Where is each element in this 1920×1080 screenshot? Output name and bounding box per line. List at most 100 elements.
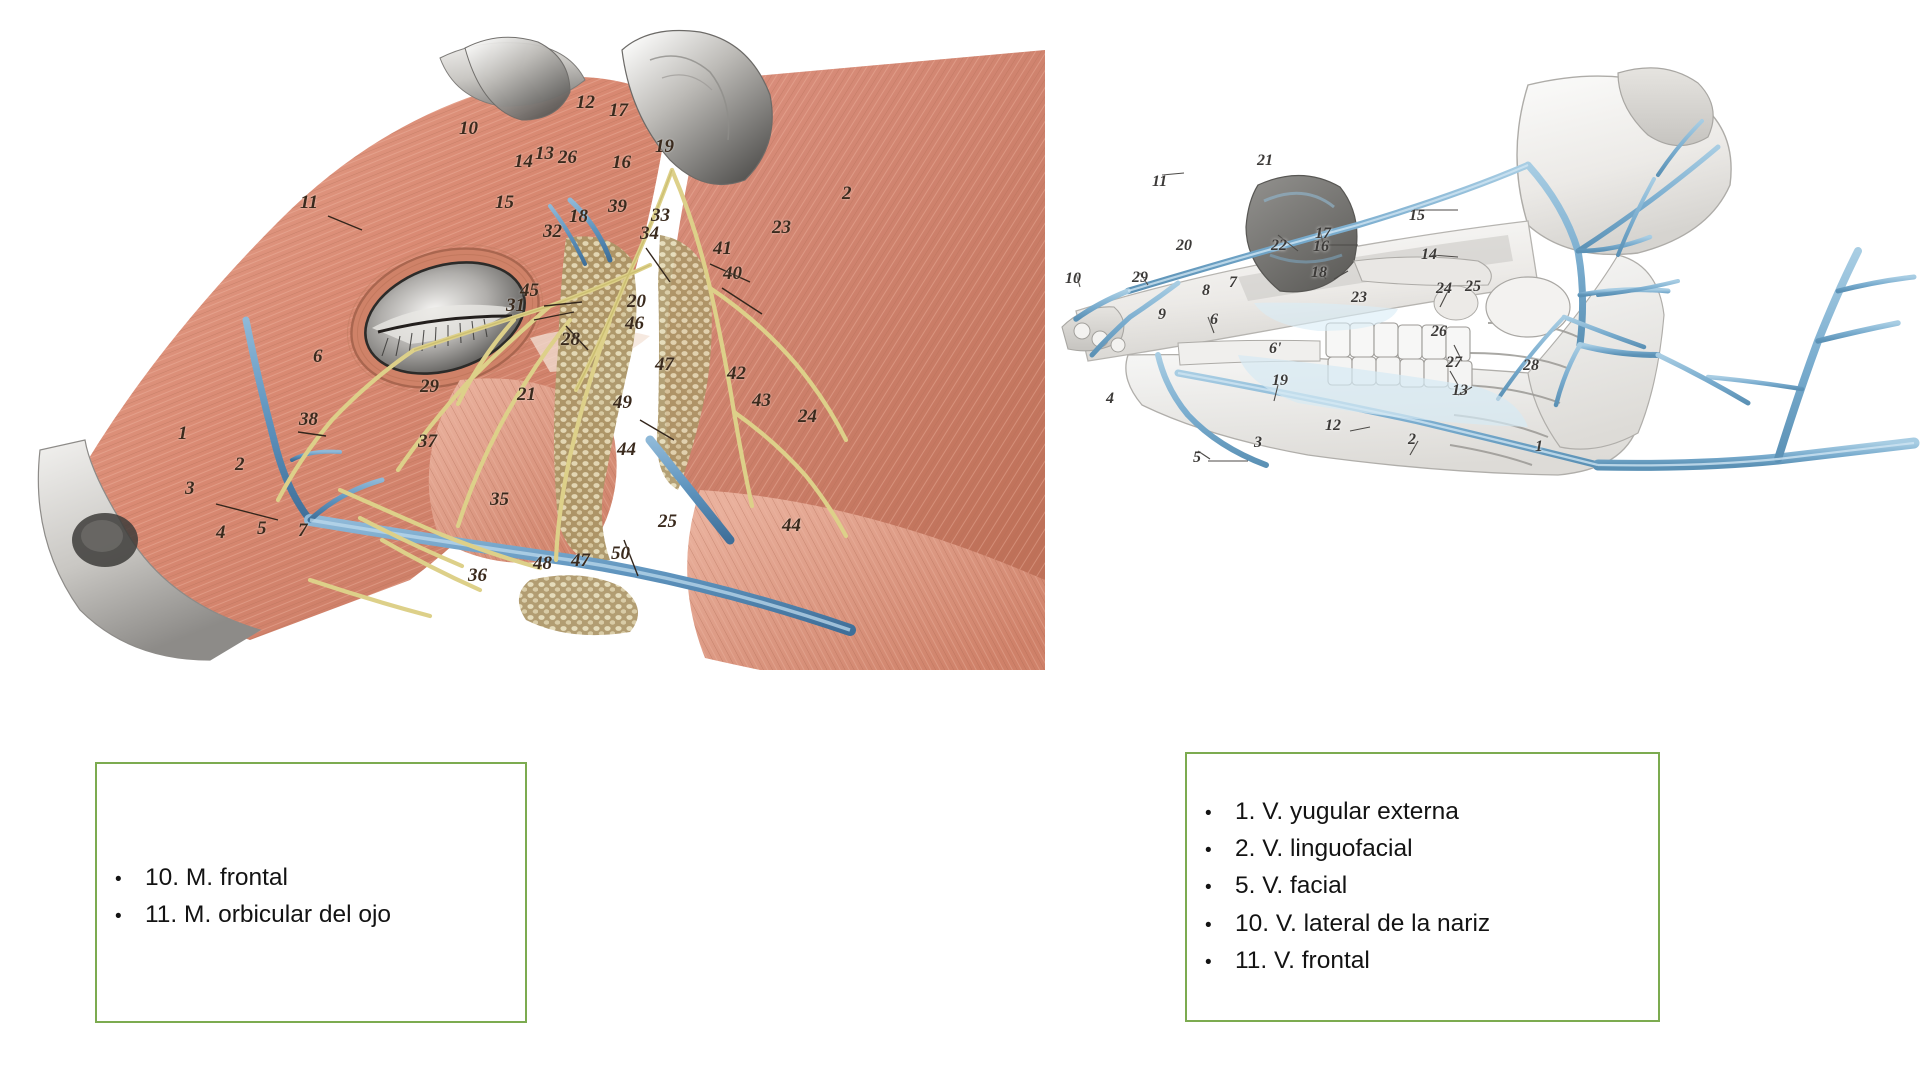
bullet-icon: • [115,906,122,928]
callout-number: 32 [543,221,562,242]
callout-number: 1 [1535,438,1543,455]
list-item: • 11. V. frontal [1187,942,1658,979]
callout-number: 23 [772,217,791,238]
callout-number: 44 [617,439,636,460]
legend-item-text: 10. V. lateral de la nariz [1235,909,1491,937]
bullet-icon: • [115,869,122,890]
callout-number: 25 [1465,278,1481,295]
callout-number: 17 [1315,225,1331,242]
skull-veins-artwork [1058,55,1920,492]
bullet-icon: • [1205,803,1212,824]
callout-number: 6 [1210,311,1218,328]
callout-number: 10 [459,118,478,139]
callout-number: 13 [535,143,554,164]
callout-number: 33 [651,205,670,226]
callout-number: 41 [713,238,732,259]
muscle-legend-box: • 10. M. frontal • 11. M. orbicular del … [95,762,527,1023]
callout-number: 15 [1409,207,1425,224]
list-item: • 11. M. orbicular del ojo [97,896,525,933]
callout-number: 31 [506,295,525,316]
callout-number: 17 [609,100,628,121]
vein-legend-box: • 1. V. yugular externa • 2. V. linguofa… [1185,752,1660,1022]
callout-number: 9 [1158,306,1166,323]
callout-number: 38 [299,409,318,430]
callout-number: 29 [1132,269,1148,286]
callout-number: 28 [561,329,580,350]
callout-number: 25 [658,511,677,532]
callout-number: 46 [625,313,644,334]
callout-number: 42 [727,363,746,384]
callout-number: 2 [842,183,852,204]
callout-number: 37 [418,431,437,452]
callout-number: 40 [723,263,742,284]
callout-number: 48 [533,553,552,574]
callout-number: 6' [1269,340,1282,357]
callout-number: 27 [1446,354,1462,371]
callout-number: 39 [608,196,627,217]
legend-item-text: 11. M. orbicular del ojo [145,901,392,929]
bullet-icon: • [1205,951,1212,973]
callout-number: 3 [1254,434,1262,451]
callout-number: 19 [655,136,674,157]
callout-number: 7 [1229,274,1237,291]
callout-number: 6 [313,346,323,367]
legend-item-text: 11. V. frontal [1235,946,1370,974]
callout-number: 18 [569,206,588,227]
callout-number: 43 [752,390,771,411]
callout-number: 16 [1313,238,1329,255]
callout-number: 24 [798,406,817,427]
legend-item-text: 1. V. yugular externa [1235,798,1459,825]
callout-number: 14 [514,151,533,172]
bullet-icon: • [1205,914,1212,936]
callout-number: 12 [576,92,595,113]
facial-muscles-artwork [10,20,1045,672]
callout-number: 12 [1325,417,1341,434]
callout-number: 8 [1202,282,1210,299]
callout-number: 29 [420,376,439,397]
callout-number: 45 [520,280,539,301]
callout-number: 4 [1106,390,1114,407]
callout-number: 24 [1436,280,1452,297]
callout-number: 7 [298,520,308,541]
callout-number: 5 [1193,449,1201,466]
callout-number: 10 [1065,270,1081,287]
callout-number: 26 [1431,323,1447,340]
list-item: • 10. V. lateral de la nariz [1187,905,1658,942]
list-item: • 2. V. linguofacial [1187,830,1658,867]
callout-number: 44 [782,515,801,536]
callout-number: 47 [571,550,590,571]
legend-item-text: 10. M. frontal [145,864,288,891]
legend-item-text: 2. V. linguofacial [1235,835,1413,863]
callout-number: 21 [517,384,536,405]
list-item: • 5. V. facial [1187,867,1658,904]
callout-number: 28 [1523,357,1539,374]
callout-number: 5 [257,518,267,539]
callout-number: 49 [613,392,632,413]
callout-number: 14 [1421,246,1437,263]
legend-item-text: 5. V. facial [1235,872,1348,900]
callout-number: 22 [1271,237,1287,254]
list-item: • 10. M. frontal [97,859,525,896]
callout-number: 16 [612,152,631,173]
callout-number: 35 [490,489,509,510]
callout-number: 4 [216,522,226,543]
vein-legend-list: • 1. V. yugular externa • 2. V. linguofa… [1187,754,1658,979]
callout-number: 34 [640,223,659,244]
callout-number: 21 [1257,152,1273,169]
callout-number: 20 [1176,237,1192,254]
bullet-icon: • [1205,877,1212,899]
callout-number: 18 [1311,264,1327,281]
callout-number: 20 [627,291,646,312]
callout-number: 11 [1152,173,1168,190]
callout-number: 50 [611,543,630,564]
callout-number: 1 [178,423,188,444]
callout-number: 2 [1408,431,1416,448]
callout-number: 3 [185,478,195,499]
bullet-icon: • [1205,840,1212,862]
callout-number: 26 [558,147,577,168]
callout-number: 2 [235,454,245,475]
callout-number: 23 [1351,289,1367,306]
callout-number: 13 [1452,382,1468,399]
